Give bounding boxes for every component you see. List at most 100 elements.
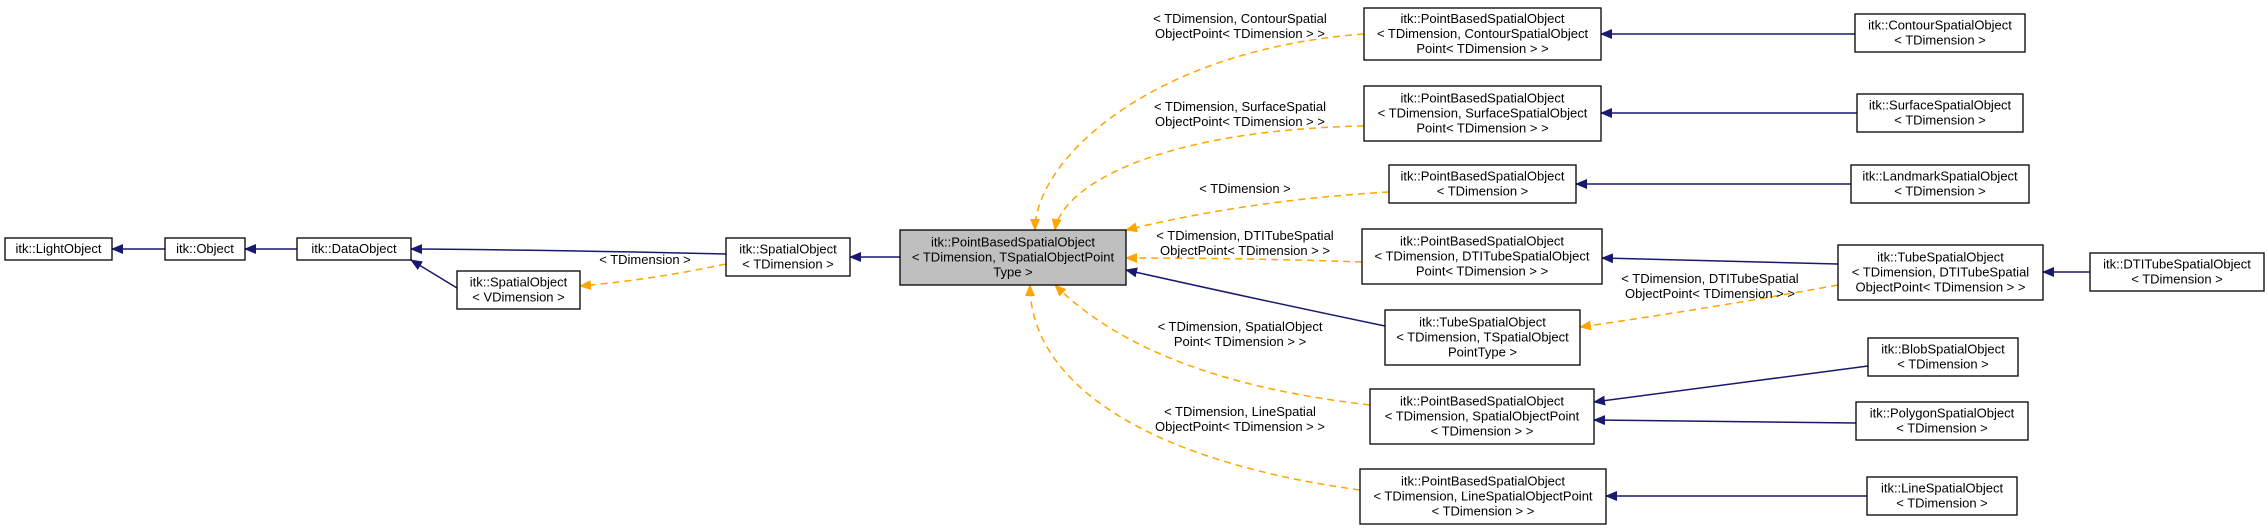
class-node-box bbox=[456, 270, 581, 310]
edge-label-line: ObjectPoint< TDimension > > bbox=[1155, 114, 1325, 129]
class-node-pbso_contour[interactable]: itk::PointBasedSpatialObject< TDimension… bbox=[1363, 7, 1602, 61]
class-node-label-line: < TDimension > bbox=[1896, 421, 1988, 436]
class-node-box bbox=[4, 237, 113, 261]
edge-label-pbso_tdim-to-pbso_main: < TDimension > bbox=[1199, 181, 1291, 196]
class-node-label-line: Point< TDimension > > bbox=[1416, 264, 1548, 279]
class-node-line[interactable]: itk::LineSpatialObject< TDimension > bbox=[1866, 476, 2018, 516]
class-node-blob[interactable]: itk::BlobSpatialObject< TDimension > bbox=[1867, 337, 2019, 377]
edge-label-line: < TDimension, SpatialObject bbox=[1158, 319, 1323, 334]
class-node-label-line: itk::PointBasedSpatialObject bbox=[1400, 11, 1564, 26]
class-node-box bbox=[1359, 468, 1607, 525]
class-node-box bbox=[1369, 388, 1595, 445]
class-node-box bbox=[296, 237, 412, 261]
class-node-label-line: < TDimension, DTITubeSpatial bbox=[1852, 265, 2029, 280]
class-node-box bbox=[1837, 244, 2044, 301]
class-node-box bbox=[1867, 337, 2019, 377]
class-node-spatialobject_t[interactable]: itk::SpatialObject< TDimension > bbox=[725, 237, 851, 277]
edge-label-line: ObjectPoint< TDimension > > bbox=[1155, 26, 1325, 41]
class-node-label-line: Type > bbox=[993, 265, 1032, 280]
class-node-box bbox=[1388, 164, 1577, 204]
class-node-label: itk::PointBasedSpatialObject< TDimension… bbox=[1378, 91, 1588, 136]
class-node-object[interactable]: itk::Object bbox=[164, 237, 246, 261]
class-node-box bbox=[1850, 164, 2030, 204]
template-edge-pbso_contour-to-pbso_main bbox=[1030, 33, 1365, 231]
class-node-lightobject[interactable]: itk::LightObject bbox=[4, 237, 113, 261]
class-node-pbso_dti[interactable]: itk::PointBasedSpatialObject< TDimension… bbox=[1361, 228, 1603, 285]
class-node-label-line: itk::LandmarkSpatialObject bbox=[1862, 169, 2018, 184]
class-node-box bbox=[2089, 252, 2265, 292]
class-node-label-line: itk::BlobSpatialObject bbox=[1881, 342, 2005, 357]
edge-label-line: ObjectPoint< TDimension > > bbox=[1625, 286, 1795, 301]
class-node-box bbox=[1866, 476, 2018, 516]
class-node-label-line: PointType > bbox=[1448, 345, 1517, 360]
class-node-label-line: itk::DataObject bbox=[311, 241, 397, 256]
class-node-label-line: < TDimension > bbox=[1437, 184, 1529, 199]
class-node-contour[interactable]: itk::ContourSpatialObject< TDimension > bbox=[1854, 13, 2026, 53]
class-node-label: itk::PointBasedSpatialObject< TDimension… bbox=[1375, 234, 1590, 279]
class-node-label: itk::DTITubeSpatialObject< TDimension > bbox=[2103, 257, 2251, 287]
class-node-label-line: < TDimension > bbox=[2131, 272, 2223, 287]
class-node-tube_main[interactable]: itk::TubeSpatialObject< TDimension, TSpa… bbox=[1384, 309, 1581, 366]
class-node-box bbox=[1854, 13, 2026, 53]
edge-label-line: ObjectPoint< TDimension > > bbox=[1155, 419, 1325, 434]
class-node-pbso_surface[interactable]: itk::PointBasedSpatialObject< TDimension… bbox=[1363, 85, 1602, 142]
class-node-label-line: itk::SpatialObject bbox=[470, 275, 568, 290]
class-node-label: itk::Object bbox=[176, 241, 234, 256]
class-node-surface[interactable]: itk::SurfaceSpatialObject< TDimension > bbox=[1856, 93, 2024, 133]
class-node-box bbox=[1384, 309, 1581, 366]
class-node-label-line: itk::PointBasedSpatialObject bbox=[1400, 169, 1564, 184]
class-node-pbso_spatialpoint[interactable]: itk::PointBasedSpatialObject< TDimension… bbox=[1369, 388, 1595, 445]
class-node-label-line: itk::PointBasedSpatialObject bbox=[1400, 394, 1564, 409]
class-node-label: itk::TubeSpatialObject< TDimension, TSpa… bbox=[1396, 315, 1569, 360]
class-node-label-line: < TDimension, SurfaceSpatialObject bbox=[1378, 106, 1588, 121]
class-node-dtitube[interactable]: itk::DTITubeSpatialObject< TDimension > bbox=[2089, 252, 2265, 292]
class-node-label-line: < TDimension > > bbox=[1432, 504, 1535, 519]
nodes-layer: itk::LightObject itk::Object itk::DataObje… bbox=[4, 7, 2265, 525]
class-node-tube_dti[interactable]: itk::TubeSpatialObject< TDimension, DTIT… bbox=[1837, 244, 2044, 301]
class-node-label-line: itk::SurfaceSpatialObject bbox=[1869, 98, 2012, 113]
inheritance-edge-polygon-to-pbso_spatialpoint bbox=[1593, 415, 1857, 426]
class-node-landmark[interactable]: itk::LandmarkSpatialObject< TDimension > bbox=[1850, 164, 2030, 204]
class-node-label-line: < VDimension > bbox=[472, 290, 565, 305]
class-node-spatialobject_v[interactable]: itk::SpatialObject< VDimension > bbox=[456, 270, 581, 310]
class-node-polygon[interactable]: itk::PolygonSpatialObject< TDimension > bbox=[1855, 401, 2029, 441]
class-node-label: itk::SpatialObject< TDimension > bbox=[739, 242, 837, 272]
class-node-label-line: < TDimension, DTITubeSpatialObject bbox=[1375, 249, 1590, 264]
class-node-label-line: < TDimension > bbox=[1894, 184, 1986, 199]
class-node-box bbox=[1855, 401, 2029, 441]
class-node-pbso_tdim[interactable]: itk::PointBasedSpatialObject< TDimension… bbox=[1388, 164, 1577, 204]
inheritance-edge-spatialobject_t-to-dataobject bbox=[410, 244, 727, 255]
class-node-label: itk::PointBasedSpatialObject< TDimension… bbox=[912, 235, 1115, 280]
class-node-dataobject[interactable]: itk::DataObject bbox=[296, 237, 412, 261]
edge-label-line: < TDimension, SurfaceSpatial bbox=[1154, 99, 1326, 114]
class-node-box bbox=[899, 229, 1127, 286]
inheritance-edge-spatialobject_v-to-dataobject bbox=[410, 259, 458, 289]
edge-label-line: < TDimension, DTITubeSpatial bbox=[1621, 271, 1798, 286]
class-node-label-line: itk::LightObject bbox=[16, 241, 102, 256]
edge-label-line: < TDimension, LineSpatial bbox=[1164, 404, 1316, 419]
class-node-label-line: < TDimension, TSpatialObject bbox=[1396, 330, 1569, 345]
class-node-pbso_line[interactable]: itk::PointBasedSpatialObject< TDimension… bbox=[1359, 468, 1607, 525]
class-node-label-line: itk::PointBasedSpatialObject bbox=[1400, 91, 1564, 106]
class-node-label-line: < TDimension, TSpatialObjectPoint bbox=[912, 250, 1115, 265]
class-node-label: itk::LightObject bbox=[16, 241, 102, 256]
template-edge-pbso_surface-to-pbso_main bbox=[1051, 125, 1365, 231]
class-node-box bbox=[1856, 93, 2024, 133]
class-node-label-line: < TDimension > bbox=[1894, 113, 1986, 128]
class-node-label: itk::DataObject bbox=[311, 241, 397, 256]
edge-label-line: ObjectPoint< TDimension > > bbox=[1160, 243, 1330, 258]
template-edge-tube_dti-to-tube_main bbox=[1579, 284, 1839, 331]
class-node-pbso_main[interactable]: itk::PointBasedSpatialObject< TDimension… bbox=[899, 229, 1127, 286]
class-node-label-line: itk::PointBasedSpatialObject bbox=[1400, 234, 1564, 249]
class-node-label-line: < TDimension, SpatialObjectPoint bbox=[1385, 409, 1580, 424]
template-edge-pbso_tdim-to-pbso_main bbox=[1125, 191, 1390, 233]
class-node-label-line: Point< TDimension > > bbox=[1416, 121, 1548, 136]
edges-layer bbox=[111, 29, 2090, 501]
class-node-label-line: < TDimension, LineSpatialObjectPoint bbox=[1373, 489, 1592, 504]
edge-label-line: Point< TDimension > > bbox=[1174, 334, 1306, 349]
